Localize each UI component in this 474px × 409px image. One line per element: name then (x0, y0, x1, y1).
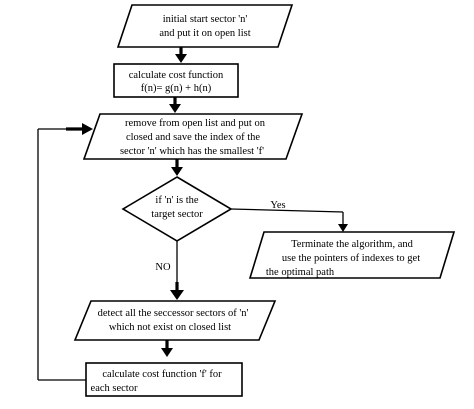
cost-line-2: f(n)= g(n) + h(n) (141, 83, 212, 94)
decision-line-2: target sector (151, 209, 203, 220)
detect-line-1: detect all the seccessor sectors of 'n' (98, 308, 249, 319)
decision-node: if 'n' is the target sector (121, 176, 233, 242)
remove-line-1: remove from open list and put on (125, 118, 266, 129)
remove-node: remove from open list and put on closed … (82, 113, 304, 160)
no-branch: NO (155, 241, 184, 300)
arrow-cost-to-remove (169, 97, 181, 113)
sector-cost-node: calculate cost function 'f' for each sec… (85, 362, 243, 397)
detect-node: detect all the seccessor sectors of 'n' … (73, 300, 277, 341)
terminate-node: Terminate the algorithm, and use the poi… (248, 231, 456, 279)
start-node: initial start sector 'n' and put it on o… (116, 4, 294, 48)
cost-function-node: calculate cost function f(n)= g(n) + h(n… (113, 63, 239, 98)
detect-line-2: which not exist on closed list (109, 322, 231, 333)
no-label: NO (155, 262, 171, 273)
arrow-start-to-cost (175, 47, 187, 63)
yes-branch: Yes (230, 200, 348, 232)
remove-line-2: closed and save the index of the (126, 132, 260, 143)
loop-back-connector (37, 123, 93, 381)
terminate-line-3: the optimal path (266, 267, 335, 278)
terminate-line-1: Terminate the algorithm, and (291, 239, 413, 250)
yes-label: Yes (270, 200, 285, 211)
cost-line-1: calculate cost function (129, 70, 224, 81)
terminate-line-2: use the pointers of indexes to get (282, 253, 420, 264)
start-line-2: and put it on open list (159, 28, 250, 39)
decision-line-1: if 'n' is the (155, 195, 198, 206)
arrow-detect-to-sector-cost (161, 340, 173, 357)
start-line-1: initial start sector 'n' (163, 14, 248, 25)
sector-cost-line-1: calculate cost function 'f' for (102, 369, 222, 380)
arrow-remove-to-decision (171, 159, 183, 176)
sector-cost-line-2: each sector (91, 383, 138, 394)
remove-line-3: sector 'n' which has the smallest 'f' (120, 146, 264, 157)
